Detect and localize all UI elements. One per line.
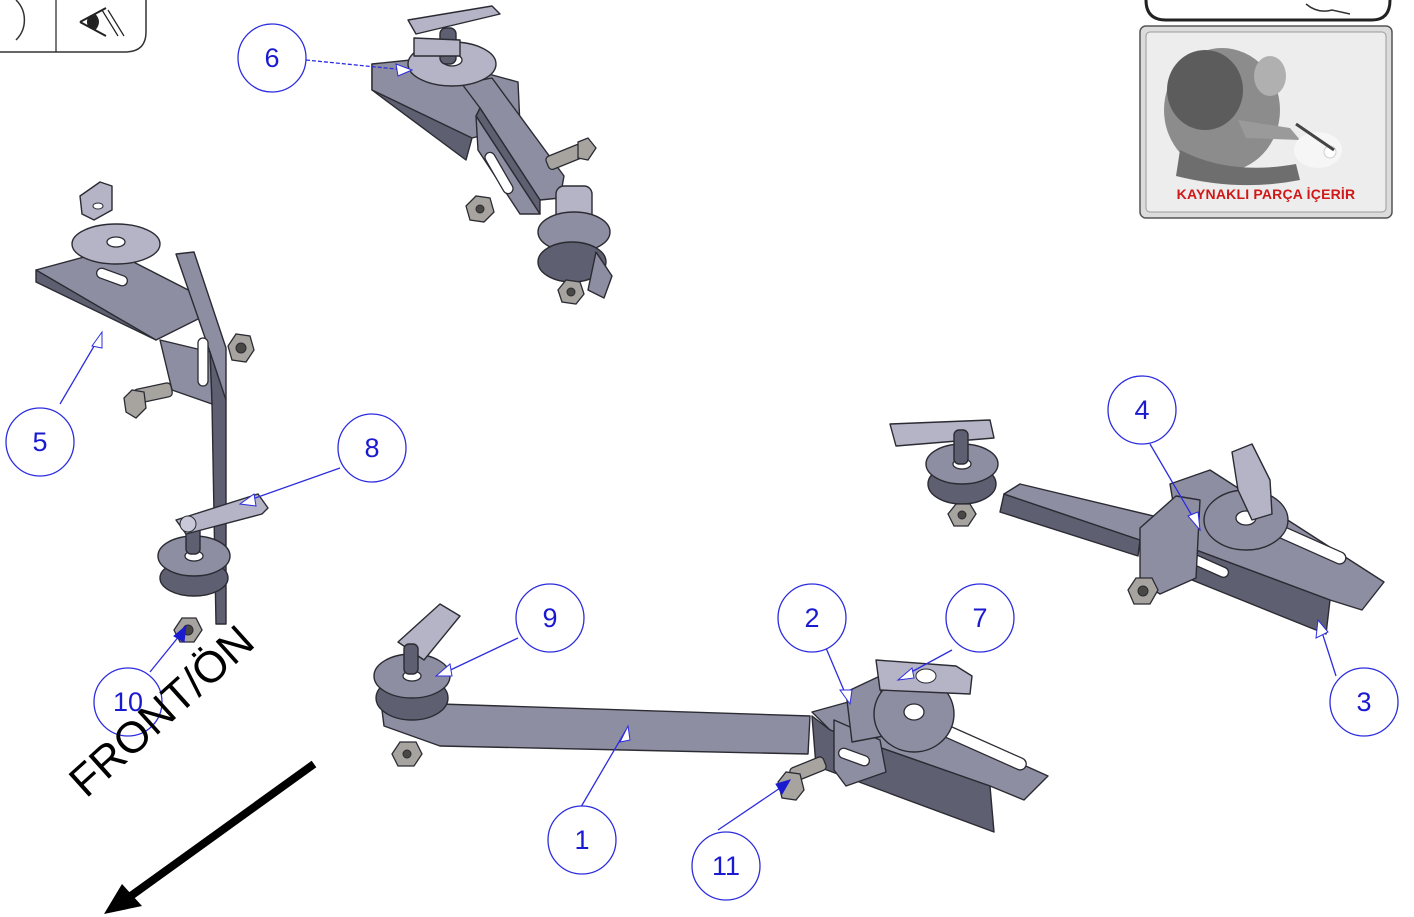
bolt — [777, 756, 827, 801]
callout-leaders — [59, 59, 1337, 831]
balloon-11-number: 11 — [712, 851, 740, 881]
hex-nut — [557, 279, 585, 305]
balloon-6-number: 6 — [264, 43, 279, 73]
balloon-2-number: 2 — [804, 603, 819, 633]
assembly-5 — [35, 181, 255, 625]
bolt — [545, 137, 597, 171]
hex-nut — [391, 741, 423, 767]
balloon-4-number: 4 — [1134, 395, 1149, 425]
view-symbol — [0, 0, 147, 53]
balloon-4: 4 — [1107, 375, 1177, 445]
top-right-symbol — [1144, 0, 1392, 22]
balloon-7: 7 — [945, 583, 1015, 653]
balloon-11: 11 — [691, 831, 761, 901]
hex-nut — [465, 195, 495, 223]
hex-nut — [947, 503, 977, 527]
balloon-1-number: 1 — [574, 825, 589, 855]
balloon-3-number: 3 — [1356, 687, 1371, 717]
weld-warning-badge — [1139, 25, 1393, 219]
assembly-6 — [371, 5, 613, 305]
balloon-6: 6 — [237, 23, 307, 93]
balloon-5: 5 — [5, 407, 75, 477]
hex-nut — [1127, 577, 1159, 605]
balloon-8-number: 8 — [364, 433, 379, 463]
front-arrow-icon — [104, 760, 317, 914]
balloon-2: 2 — [777, 583, 847, 653]
welder-photo-icon — [1164, 48, 1342, 186]
balloon-10-number: 10 — [113, 687, 143, 717]
balloon-9-number: 9 — [542, 603, 557, 633]
assembly-4 — [889, 419, 1385, 635]
balloon-3: 3 — [1329, 667, 1399, 737]
balloon-10: 10 — [93, 667, 163, 737]
assembly-8 — [157, 493, 269, 643]
balloon-9: 9 — [515, 583, 585, 653]
balloon-8: 8 — [337, 413, 407, 483]
eye-view-icon — [79, 7, 125, 37]
balloon-5-number: 5 — [32, 427, 47, 457]
weld-warning-label: KAYNAKLI PARÇA İÇERİR — [1176, 186, 1356, 202]
balloon-7-number: 7 — [972, 603, 987, 633]
bolt — [123, 382, 173, 419]
hex-nut — [227, 333, 255, 363]
balloon-1: 1 — [547, 805, 617, 875]
assembly-1 — [373, 603, 1049, 833]
